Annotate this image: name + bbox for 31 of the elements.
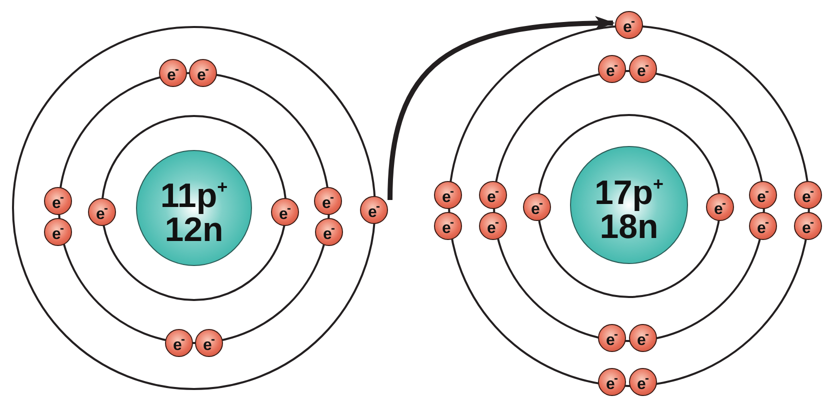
electron: e$^{-}$ [88, 198, 116, 226]
electron: e$^{-}$ [629, 324, 657, 352]
arrow [388, 16, 615, 200]
electron: e$^{-}$ [360, 196, 388, 224]
electron: e$^{-}$ [271, 198, 299, 226]
electron: e$^{-}$ [523, 193, 551, 221]
electron: e$^{-}$ [629, 368, 657, 396]
electron: e$^{-}$ [706, 193, 734, 221]
electron: e$^{-}$ [749, 212, 777, 240]
electron: e$^{-}$ [165, 329, 193, 357]
electron: e$^{-}$ [314, 187, 342, 215]
electron: e$^{-}$ [159, 59, 187, 87]
electron: e$^{-}$ [598, 324, 626, 352]
electron: e$^{-}$ [434, 212, 462, 240]
electron: e$^{-}$ [794, 181, 822, 209]
electron: e$^{-}$ [598, 368, 626, 396]
electron: e$^{-}$ [479, 181, 507, 209]
electron: e$^{-}$ [794, 212, 822, 240]
nucleus: 17p$^{+}$ 18n [570, 146, 688, 264]
electron: e$^{-}$ [479, 212, 507, 240]
electron: e$^{-}$ [189, 59, 217, 87]
electron: e$^{-}$ [195, 329, 223, 357]
electron: e$^{-}$ [629, 55, 657, 83]
nucleus: 11p$^{+}$ 12n [136, 150, 252, 266]
electron: e$^{-}$ [315, 218, 343, 246]
electron: e$^{-}$ [615, 11, 643, 39]
electron: e$^{-}$ [749, 181, 777, 209]
electron: e$^{-}$ [44, 218, 72, 246]
electron: e$^{-}$ [434, 181, 462, 209]
electron: e$^{-}$ [598, 55, 626, 83]
electron: e$^{-}$ [44, 187, 72, 215]
